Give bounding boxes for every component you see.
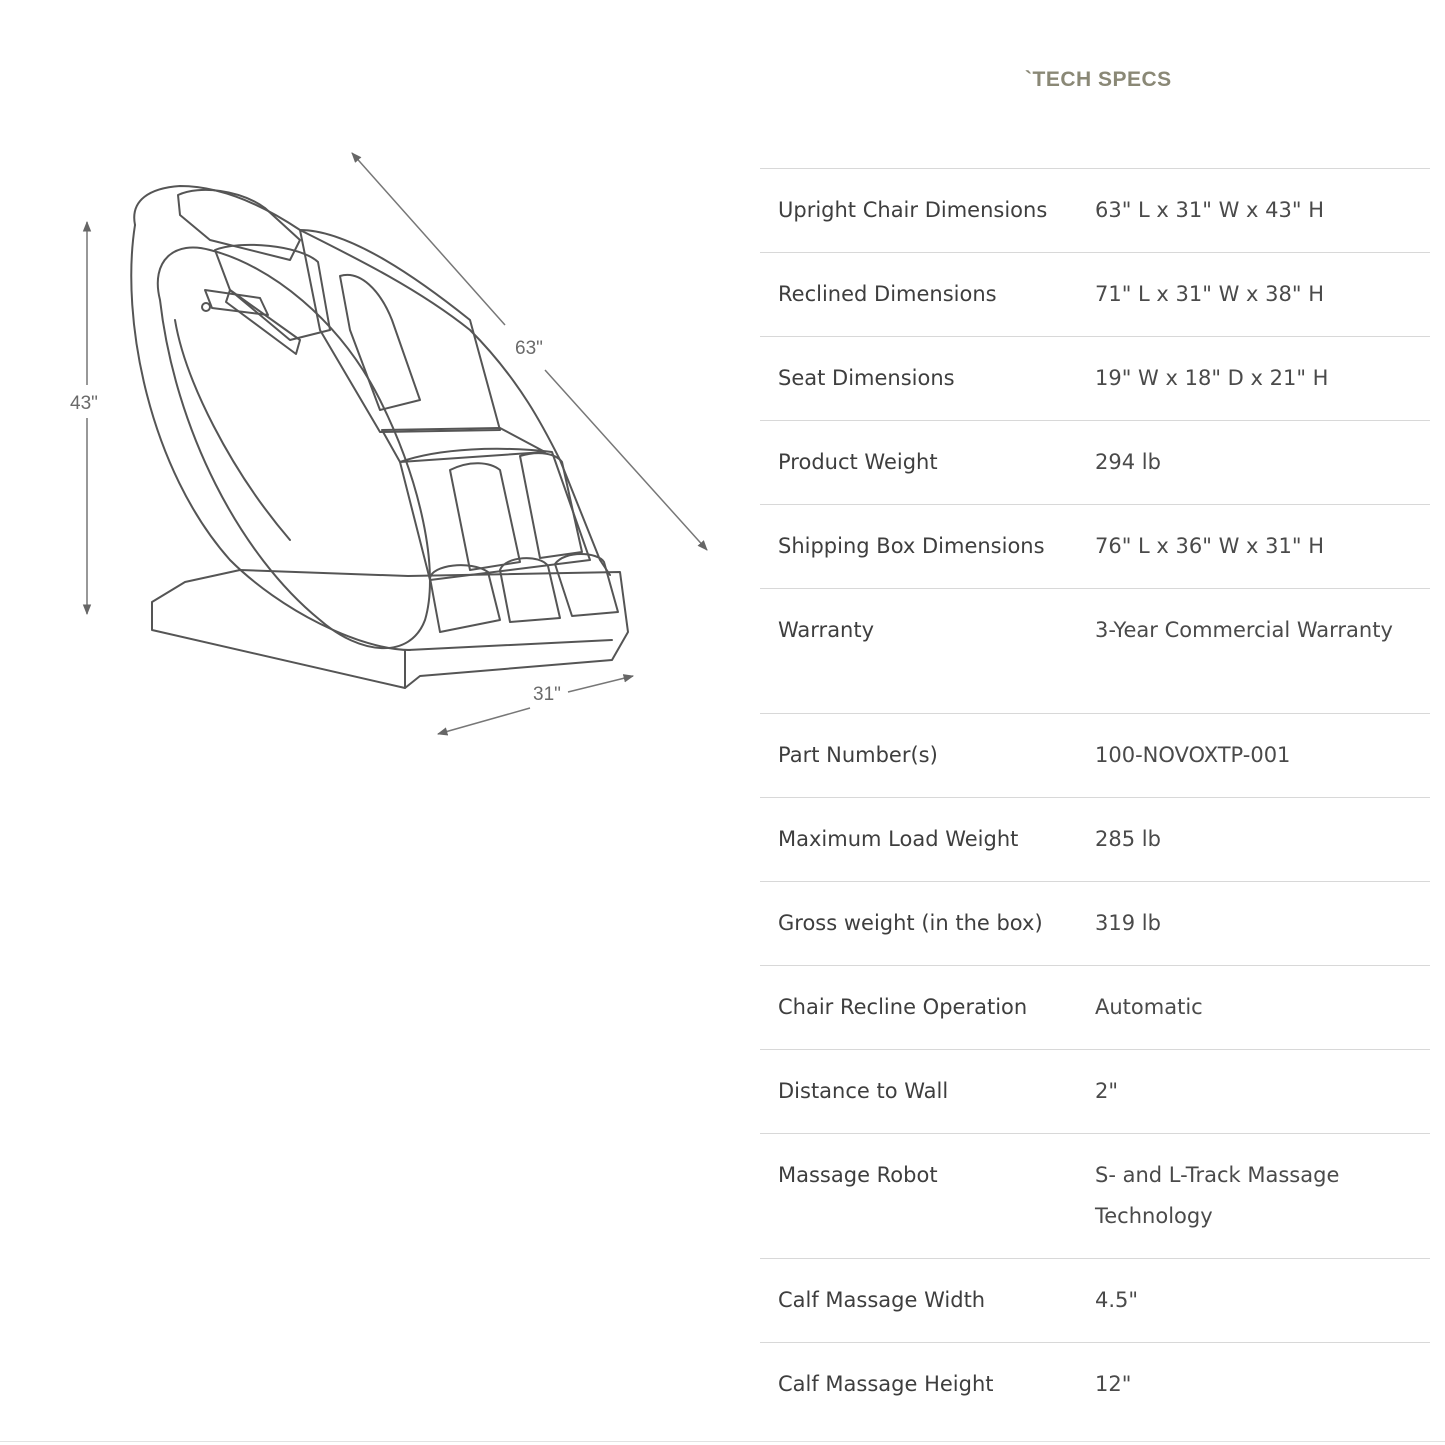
table-row: Chair Recline Operation Automatic <box>760 966 1430 1050</box>
spec-value: 2" <box>1095 1079 1119 1103</box>
spec-value: 319 lb <box>1095 911 1161 935</box>
spec-value: Automatic <box>1095 995 1203 1019</box>
table-row: Gross weight (in the box) 319 lb <box>760 882 1430 966</box>
table-row: Upright Chair Dimensions 63" L x 31" W x… <box>760 169 1430 253</box>
table-row: Maximum Load Weight 285 lb <box>760 798 1430 882</box>
spec-label: Chair Recline Operation <box>778 995 1028 1019</box>
spec-label: Shipping Box Dimensions <box>778 534 1045 558</box>
height-label: 43" <box>70 393 98 414</box>
spec-label: Product Weight <box>778 450 938 474</box>
width-label: 31" <box>533 684 561 705</box>
spec-label: Part Number(s) <box>778 743 938 767</box>
spec-value: 100-NOVOXTP-001 <box>1095 743 1291 767</box>
spec-value: 3-Year Commercial Warranty <box>1095 618 1393 642</box>
chair-dimension-diagram: 43" 63" 31" <box>40 140 740 760</box>
spec-label: Warranty <box>778 618 875 642</box>
tech-specs-table: Upright Chair Dimensions 63" L x 31" W x… <box>760 168 1430 1427</box>
spec-label: Gross weight (in the box) <box>778 911 1043 935</box>
bottom-divider <box>0 1441 1445 1442</box>
spec-value: S- and L-Track Massage Technology <box>1095 1163 1340 1228</box>
table-row: Shipping Box Dimensions 76" L x 36" W x … <box>760 505 1430 589</box>
spec-value: 76" L x 36" W x 31" H <box>1095 534 1324 558</box>
spec-value: 4.5" <box>1095 1288 1139 1312</box>
length-dimension-line <box>351 152 708 551</box>
spec-label: Reclined Dimensions <box>778 282 997 306</box>
table-row: Massage Robot S- and L-Track Massage Tec… <box>760 1134 1430 1259</box>
table-row: Seat Dimensions 19" W x 18" D x 21" H <box>760 337 1430 421</box>
table-row: Warranty 3-Year Commercial Warranty <box>760 589 1430 714</box>
spec-value: 285 lb <box>1095 827 1161 851</box>
tech-specs-title: `TECH SPECS <box>1025 68 1172 91</box>
spec-label: Upright Chair Dimensions <box>778 198 1048 222</box>
massage-chair-illustration <box>130 185 629 689</box>
table-row: Calf Massage Width 4.5" <box>760 1259 1430 1343</box>
spec-label: Calf Massage Width <box>778 1288 986 1312</box>
table-row: Reclined Dimensions 71" L x 31" W x 38" … <box>760 253 1430 337</box>
spec-label: Seat Dimensions <box>778 366 955 390</box>
length-label: 63" <box>515 338 543 359</box>
spec-label: Massage Robot <box>778 1163 938 1187</box>
table-row: Part Number(s) 100-NOVOXTP-001 <box>760 714 1430 798</box>
table-row: Product Weight 294 lb <box>760 421 1430 505</box>
spec-label: Maximum Load Weight <box>778 827 1019 851</box>
width-dimension-line <box>436 674 635 736</box>
spec-label: Distance to Wall <box>778 1079 949 1103</box>
spec-value: 19" W x 18" D x 21" H <box>1095 366 1329 390</box>
table-row: Calf Massage Height 12" <box>760 1343 1430 1427</box>
spec-value: 71" L x 31" W x 38" H <box>1095 282 1324 306</box>
spec-label: Calf Massage Height <box>778 1372 994 1396</box>
spec-value: 63" L x 31" W x 43" H <box>1095 198 1324 222</box>
table-row: Distance to Wall 2" <box>760 1050 1430 1134</box>
spec-value: 294 lb <box>1095 450 1161 474</box>
spec-value: 12" <box>1095 1372 1132 1396</box>
